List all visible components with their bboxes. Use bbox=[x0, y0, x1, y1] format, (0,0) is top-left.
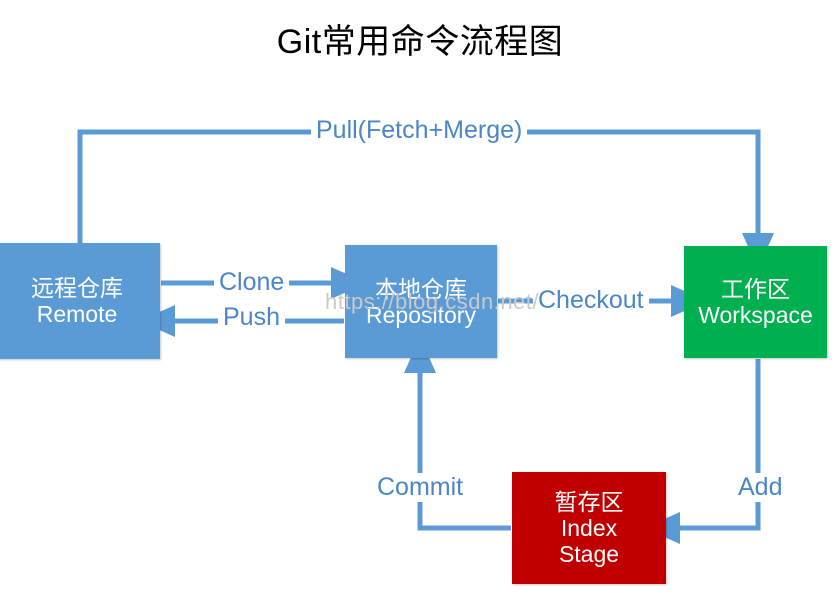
node-repository[interactable]: 本地仓库 Repository bbox=[345, 245, 497, 358]
edge-label-add: Add bbox=[733, 473, 788, 502]
node-remote[interactable]: 远程仓库 Remote bbox=[0, 243, 160, 359]
node-remote-line1: 远程仓库 bbox=[31, 275, 123, 302]
edge-label-pull: Pull(Fetch+Merge) bbox=[311, 116, 528, 145]
node-index-line1: 暂存区 bbox=[554, 489, 624, 516]
edge-label-push: Push bbox=[218, 303, 285, 332]
edge-label-clone: Clone bbox=[214, 268, 290, 297]
node-index-line3: Stage bbox=[558, 540, 620, 567]
page-title: Git常用命令流程图 bbox=[276, 23, 564, 61]
node-workspace-line2: Workspace bbox=[698, 302, 813, 328]
node-repository-line2: Repository bbox=[366, 301, 476, 328]
connector-pull bbox=[77, 129, 775, 269]
edge-label-checkout: Checkout bbox=[533, 286, 649, 315]
node-workspace-line1: 工作区 bbox=[721, 276, 790, 303]
node-workspace[interactable]: 工作区 Workspace bbox=[684, 246, 827, 358]
node-repository-line1: 本地仓库 bbox=[375, 275, 467, 302]
node-remote-line2: Remote bbox=[36, 301, 118, 327]
edge-label-commit: Commit bbox=[372, 473, 469, 502]
node-index-stage[interactable]: 暂存区 Index Stage bbox=[512, 472, 666, 584]
node-index-line2: Index bbox=[560, 515, 618, 541]
connector-commit bbox=[403, 337, 511, 531]
connector-add bbox=[644, 359, 761, 545]
